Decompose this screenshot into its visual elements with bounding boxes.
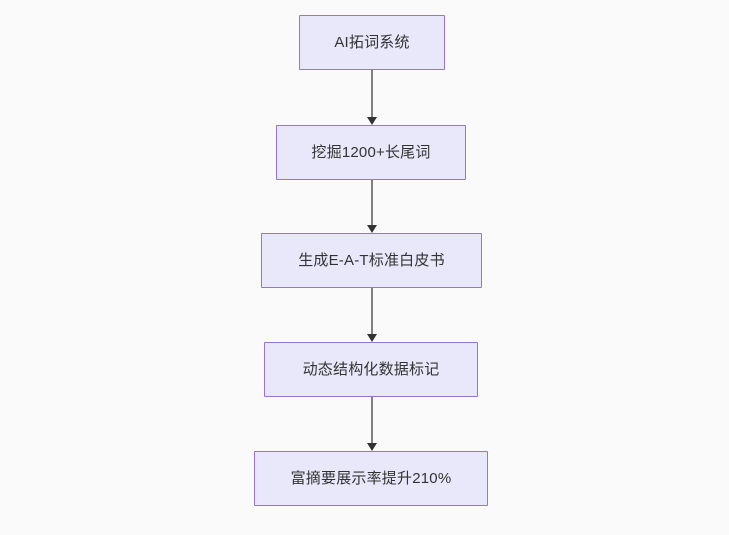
- edge-line: [371, 288, 373, 335]
- flow-node-label: 生成E-A-T标准白皮书: [298, 251, 445, 269]
- arrow-down-icon: [367, 225, 377, 233]
- flow-node-mine-longtail-keywords[interactable]: 挖掘1200+长尾词: [276, 125, 466, 180]
- flow-node-ai-keyword-system[interactable]: AI拓词系统: [299, 15, 445, 70]
- flow-edge-3: [367, 288, 377, 342]
- edge-line: [371, 180, 373, 226]
- arrow-down-icon: [367, 334, 377, 342]
- flow-edge-2: [367, 180, 377, 233]
- flow-node-dynamic-structured-data-markup[interactable]: 动态结构化数据标记: [264, 342, 478, 397]
- flow-node-rich-snippet-impression-lift[interactable]: 富摘要展示率提升210%: [254, 451, 488, 506]
- flow-node-label: 富摘要展示率提升210%: [290, 469, 452, 487]
- edge-line: [371, 70, 373, 118]
- flow-node-label: AI拓词系统: [334, 33, 410, 51]
- flow-edge-1: [367, 70, 377, 125]
- arrow-down-icon: [367, 117, 377, 125]
- edge-line: [371, 397, 373, 444]
- flow-node-generate-eat-whitepaper[interactable]: 生成E-A-T标准白皮书: [261, 233, 482, 288]
- flow-node-label: 动态结构化数据标记: [302, 360, 440, 378]
- flow-node-label: 挖掘1200+长尾词: [311, 143, 431, 161]
- flow-edge-4: [367, 397, 377, 451]
- arrow-down-icon: [367, 443, 377, 451]
